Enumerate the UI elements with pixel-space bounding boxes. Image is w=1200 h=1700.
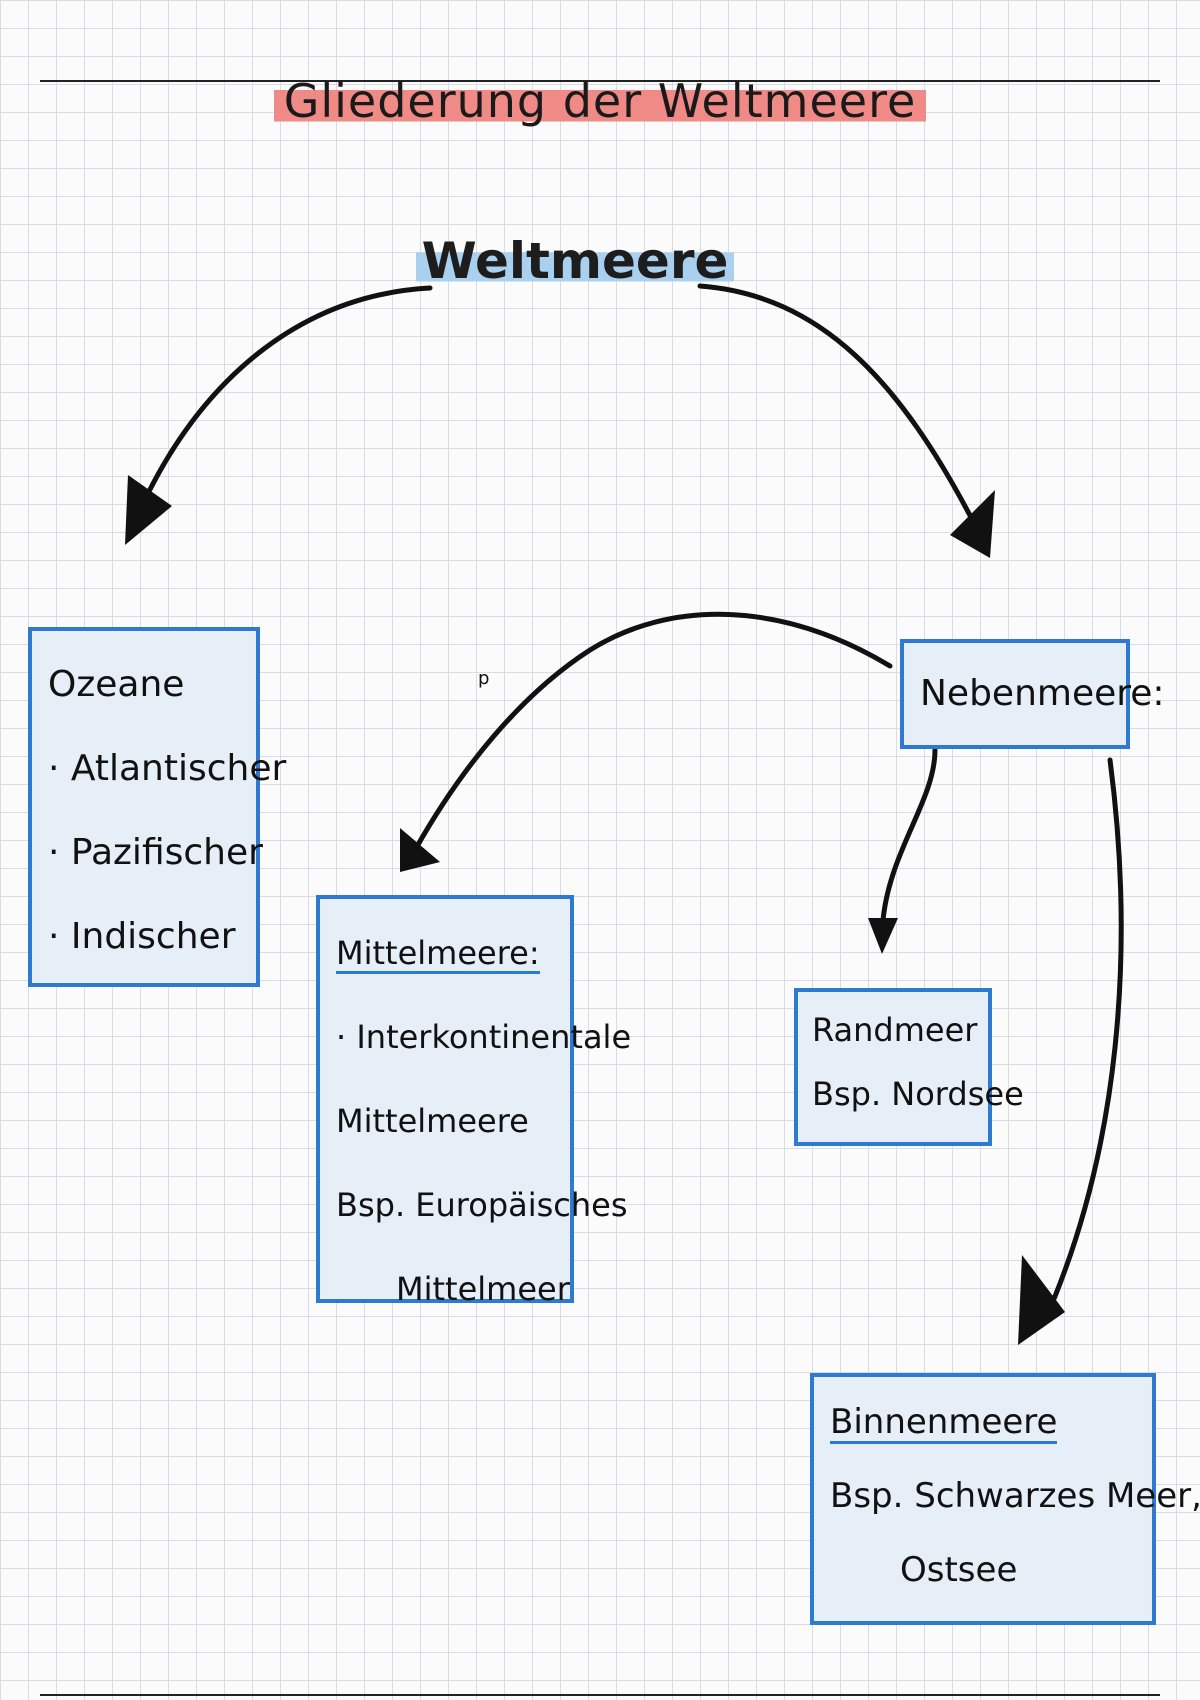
box-binnenmeere: Binnenmeere Bsp. Schwarzes Meer, Ostsee — [810, 1373, 1200, 1625]
binnenmeere-example-2: Ostsee — [900, 1550, 1018, 1590]
arrowhead-binnenmeere — [1018, 1255, 1065, 1345]
bottom-rule — [40, 1694, 1160, 1696]
arrow-weltmeere-to-nebenmeere — [697, 283, 978, 528]
arrow-nebenmeere-to-binnenmeere — [1042, 757, 1124, 1323]
box-randmeer: Randmeer Bsp. Nordsee — [794, 988, 1024, 1146]
page-title: Gliederung der Weltmeere — [273, 74, 927, 128]
mittelmeere-line-4: Mittelmeer — [396, 1270, 570, 1308]
binnenmeere-heading: Binnenmeere — [830, 1403, 1058, 1445]
ozeane-heading: Ozeane — [48, 664, 185, 705]
root-node-weltmeere: Weltmeere — [415, 232, 735, 290]
title-block: Gliederung der Weltmeere — [0, 74, 1200, 128]
box-mittelmeere: Mittelmeere: · Interkontinentale Mittelm… — [316, 895, 632, 1308]
nebenmeere-heading: Nebenmeere: — [920, 673, 1165, 714]
arrowhead-mittelmeere — [400, 828, 440, 872]
root-block: Weltmeere — [0, 232, 1150, 290]
arrowhead-ozeane — [125, 475, 172, 545]
binnenmeere-example-1: Bsp. Schwarzes Meer, — [830, 1476, 1200, 1516]
ozeane-item-pacific: · Pazifischer — [48, 832, 263, 873]
box-nebenmeere: Nebenmeere: — [900, 639, 1165, 749]
binnenmeere-heading-line: Binnenmeere — [830, 1385, 1136, 1459]
mittelmeere-heading: Mittelmeere: — [336, 935, 540, 975]
arrow-nebenmeere-to-mittelmeere — [412, 611, 893, 853]
ozeane-item-indian: · Indischer — [48, 916, 236, 957]
arrow-weltmeere-to-ozeane — [137, 285, 433, 513]
mittelmeere-line-3: Bsp. Europäisches — [336, 1186, 628, 1224]
randmeer-example: Bsp. Nordsee — [812, 1075, 1024, 1113]
ozeane-item-atlantic: · Atlantischer — [48, 748, 287, 789]
arrow-nebenmeere-to-randmeer — [880, 747, 938, 923]
mittelmeere-line-1: · Interkontinentale — [336, 1018, 632, 1056]
mittelmeere-heading-line: Mittelmeere: — [336, 911, 554, 995]
mittelmeere-line-2: Mittelmeere — [336, 1102, 529, 1140]
box-ozeane: Ozeane · Atlantischer · Pazifischer · In… — [28, 627, 287, 987]
arrowhead-randmeer — [868, 918, 898, 954]
stray-mark: p — [478, 668, 490, 689]
randmeer-heading: Randmeer — [812, 1011, 978, 1049]
arrowhead-nebenmeere — [950, 490, 995, 558]
